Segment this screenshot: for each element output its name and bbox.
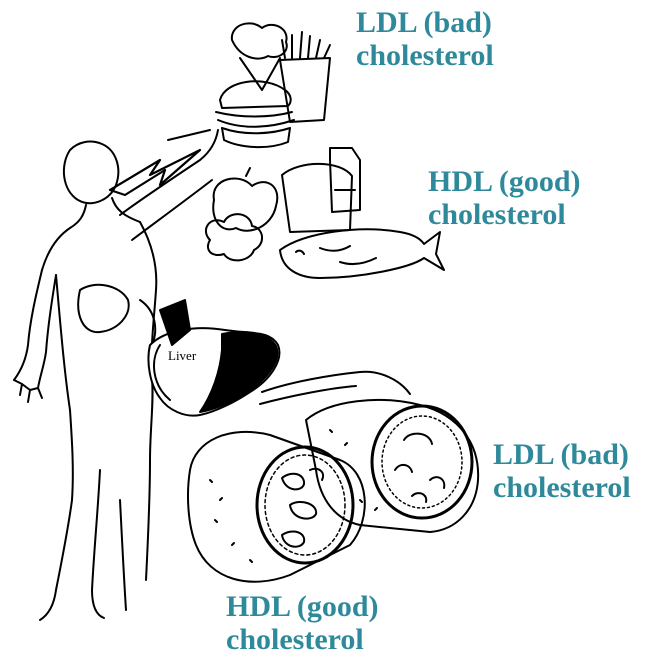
liver-label: Liver [168, 348, 196, 364]
ldl-bottom-label-line2: cholesterol [493, 471, 631, 504]
hdl-bottom-label-line2: cholesterol [226, 623, 379, 656]
hdl-top-label-line2: cholesterol [428, 198, 581, 231]
ldl-bottom-label-line1: LDL (bad) [493, 438, 631, 471]
artery-cross-sections [188, 400, 478, 582]
hdl-top-label-line1: HDL (good) [428, 165, 581, 198]
hdl-bottom-label-line1: HDL (good) [226, 590, 379, 623]
hdl-top-label: HDL (good) cholesterol [428, 165, 581, 231]
ldl-top-label-line1: LDL (bad) [356, 6, 494, 39]
ldl-bottom-label: LDL (bad) cholesterol [493, 438, 631, 504]
ldl-top-label-line2: cholesterol [356, 39, 494, 72]
hdl-bottom-label: HDL (good) cholesterol [226, 590, 379, 656]
ldl-top-label: LDL (bad) cholesterol [356, 6, 494, 72]
